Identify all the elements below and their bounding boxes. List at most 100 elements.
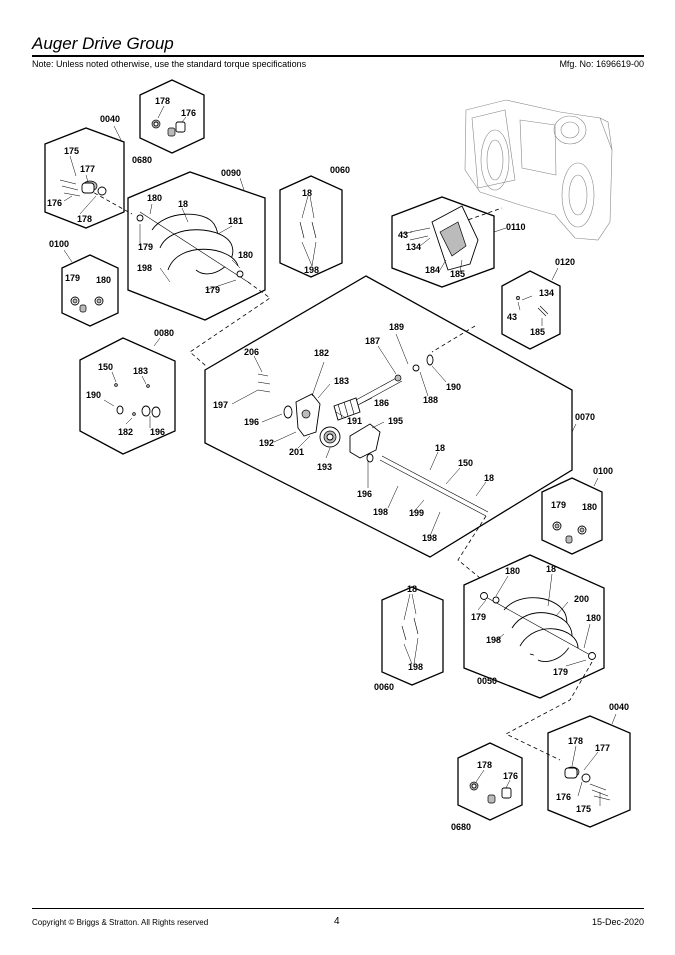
auger-housing-ghost [464,99,613,241]
group-label-0070: 0070 [575,412,595,422]
connector-0090-0070 [189,281,271,367]
label-43: 43 [507,312,517,322]
label-198: 198 [137,263,152,273]
group-label-0680: 0680 [132,155,152,165]
label-198: 198 [304,265,319,275]
label-183: 183 [133,366,148,376]
label-185: 185 [530,327,545,337]
label-178: 178 [477,760,492,770]
label-196: 196 [244,417,259,427]
label-190: 190 [86,390,101,400]
label-178: 178 [77,214,92,224]
label-181: 181 [228,216,243,226]
label-179: 179 [205,285,220,295]
group-label-0050: 0050 [477,676,497,686]
label-188: 188 [423,395,438,405]
label-182: 182 [118,427,133,437]
label-184: 184 [425,265,440,275]
label-18: 18 [484,473,494,483]
mfg-number: Mfg. No: 1696619-00 [559,59,644,69]
footer-rule [32,908,644,909]
label-191: 191 [347,416,362,426]
group-0060-top: 18 198 0060 [279,165,350,278]
label-179: 179 [471,612,486,622]
label-176: 176 [47,198,62,208]
group-0100-top: 179 180 0100 [49,239,119,327]
label-197: 197 [213,400,228,410]
label-187: 187 [365,336,380,346]
header-rule [32,55,644,57]
label-18: 18 [546,564,556,574]
label-176: 176 [503,771,518,781]
label-193: 193 [317,462,332,472]
group-0680-top: 178 176 0680 [132,79,205,165]
label-198: 198 [373,507,388,517]
label-175: 175 [576,804,591,814]
label-175: 175 [64,146,79,156]
label-198: 198 [422,533,437,543]
label-177: 177 [595,743,610,753]
label-199: 199 [409,508,424,518]
label-180: 180 [238,250,253,260]
label-196: 196 [357,489,372,499]
label-200: 200 [574,594,589,604]
group-0070: 206 182 183 197 196 192 201 193 189 187 … [204,275,595,558]
label-43: 43 [398,230,408,240]
label-134: 134 [539,288,554,298]
group-0120: 134 43 185 0120 [501,257,575,350]
group-0110: 43 134 184 185 0110 [391,196,526,288]
label-176: 176 [556,792,571,802]
label-180: 180 [147,193,162,203]
group-label-0060: 0060 [330,165,350,175]
label-186: 186 [374,398,389,408]
label-198: 198 [408,662,423,672]
label-201: 201 [289,447,304,457]
label-182: 182 [314,348,329,358]
group-label-0080: 0080 [154,328,174,338]
label-18: 18 [302,188,312,198]
label-192: 192 [259,438,274,448]
label-179: 179 [553,667,568,677]
label-150: 150 [98,362,113,372]
label-134: 134 [406,242,421,252]
label-179: 179 [65,273,80,283]
group-label-0040: 0040 [100,114,120,124]
group-0050: 180 18 200 179 198 180 179 0050 [463,554,605,699]
group-label-0110: 0110 [506,222,526,232]
label-180: 180 [505,566,520,576]
label-178: 178 [568,736,583,746]
label-18: 18 [407,584,417,594]
label-198: 198 [486,635,501,645]
group-0080: 150 183 190 182 196 0080 [79,328,176,455]
label-176: 176 [181,108,196,118]
label-18: 18 [435,443,445,453]
connector-0050-0040 [505,661,593,761]
connector-0070-0050 [457,515,487,579]
label-179: 179 [138,242,153,252]
label-180: 180 [96,275,111,285]
label-179: 179 [551,500,566,510]
group-0040-bottom: 178 177 176 175 0040 [547,702,631,828]
label-196: 196 [150,427,165,437]
label-185: 185 [450,269,465,279]
label-178: 178 [155,96,170,106]
label-180: 180 [582,502,597,512]
group-0060-bottom: 18 198 0060 [374,584,444,692]
group-label-0120: 0120 [555,257,575,267]
page-title: Auger Drive Group [32,34,174,53]
torque-note: Note: Unless noted otherwise, use the st… [32,59,307,69]
group-0100-bottom: 179 180 0100 [541,466,613,555]
label-183: 183 [334,376,349,386]
page-number: 4 [334,916,340,927]
group-0090: 180 18 181 179 180 198 179 0090 [127,168,266,321]
label-190: 190 [446,382,461,392]
group-label-0040: 0040 [609,702,629,712]
copyright-text: Copyright © Briggs & Stratton. All Right… [32,918,209,927]
label-177: 177 [80,164,95,174]
group-0040-top: 175 177 176 178 0040 [44,114,125,229]
group-label-0100: 0100 [49,239,69,249]
label-180: 180 [586,613,601,623]
label-18: 18 [178,199,188,209]
document-date: 15-Dec-2020 [591,917,644,927]
